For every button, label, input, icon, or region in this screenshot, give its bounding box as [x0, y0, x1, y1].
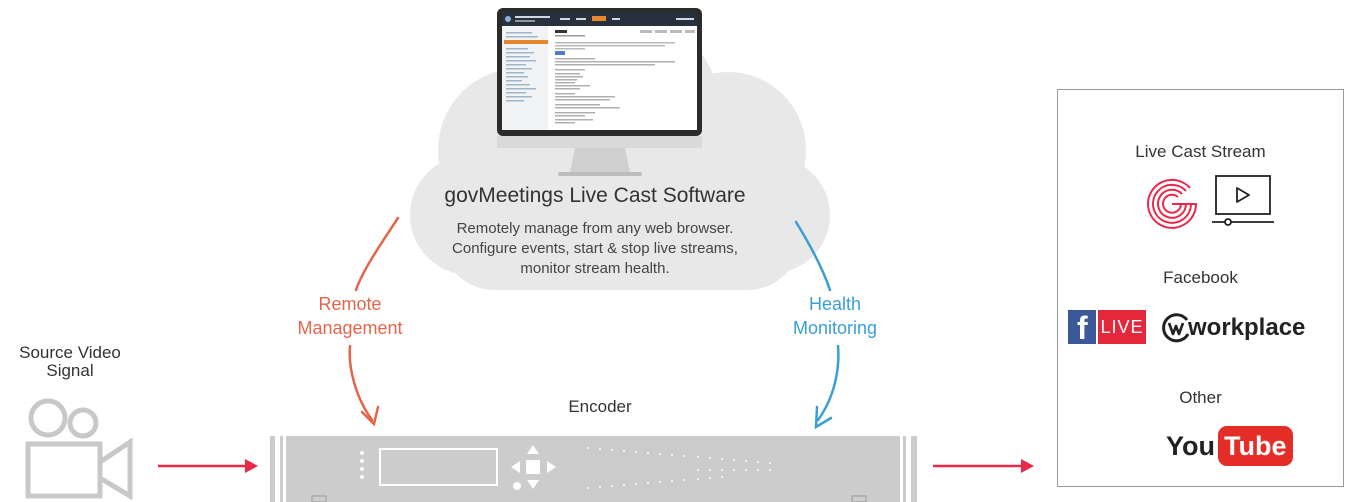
source-label-line: Signal	[46, 361, 94, 380]
cloud-title: govMeetings Live Cast Software	[444, 184, 746, 207]
live-cast-title: Live Cast Stream	[1135, 142, 1266, 161]
workplace-logo: workplace	[1188, 314, 1306, 341]
facebook-logo-icon: f	[1068, 310, 1096, 345]
video-player-icon	[1212, 175, 1274, 226]
youtube-tube-text: Tube	[1218, 426, 1293, 466]
encoder-device	[270, 436, 917, 502]
remote-label-line: Remote	[318, 294, 382, 314]
monitor-icon	[497, 8, 702, 176]
encoder-vent-dots	[587, 447, 771, 489]
health-label-line: Monitoring	[792, 318, 878, 338]
source-label-line: Source Video	[19, 343, 121, 362]
facebook-live-badge: LIVE	[1098, 310, 1146, 344]
cloud-description-line: Configure events, start & stop live stre…	[452, 240, 738, 257]
video-camera-icon	[25, 398, 133, 501]
govmeetings-g-icon	[1147, 178, 1198, 229]
health-label-line: Health	[808, 294, 862, 314]
source-video-label: Source Video Signal	[0, 344, 140, 380]
workplace-w-icon	[1160, 312, 1192, 344]
remote-management-arrow	[348, 216, 400, 427]
other-title: Other	[1179, 388, 1222, 407]
input-signal-arrow	[158, 459, 258, 473]
output-stream-arrow	[933, 459, 1034, 473]
cloud-description-line: monitor stream health.	[520, 260, 670, 277]
destinations-panel: Live Cast Stream Facebook f LIVE workpla…	[1057, 89, 1344, 487]
youtube-you-text: You	[1166, 431, 1215, 461]
remote-label-line: Management	[297, 318, 403, 338]
health-monitoring-arrow	[794, 220, 840, 430]
cloud-description-line: Remotely manage from any web browser.	[456, 220, 734, 237]
remote-management-label: Remote Management	[260, 292, 440, 340]
health-monitoring-label: Health Monitoring	[755, 292, 915, 340]
facebook-title: Facebook	[1163, 268, 1238, 287]
cloud-description: Remotely manage from any web browser. Co…	[395, 219, 795, 279]
encoder-label: Encoder	[568, 397, 632, 416]
